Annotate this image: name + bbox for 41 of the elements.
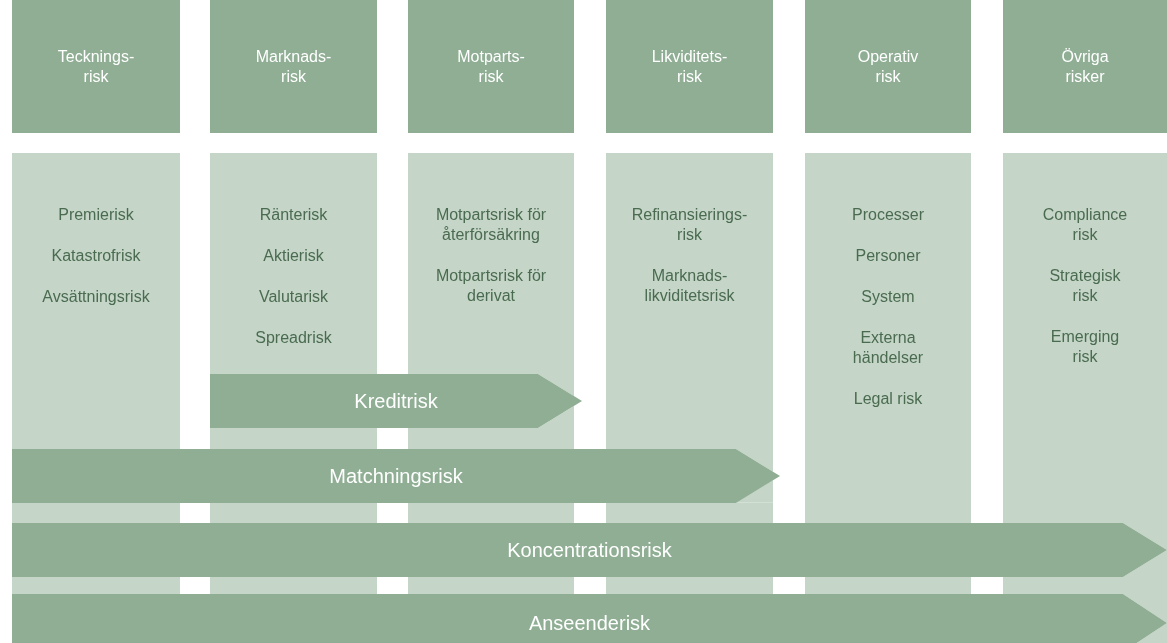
risk-item-label: Emerging risk <box>1049 327 1121 367</box>
risk-category-header <box>805 0 971 133</box>
risk-column-panel <box>805 153 971 523</box>
risk-item-label: Motpartsrisk för derivat <box>434 266 548 306</box>
risk-item-label: Motpartsrisk för återförsäkring <box>434 205 548 245</box>
header-label: Likviditets- risk <box>650 46 729 87</box>
risk-item-label: Externa händelser <box>851 328 925 368</box>
risk-item-label: Strategisk risk <box>1048 266 1122 306</box>
risk-item-label: Marknads- likviditetsrisk <box>643 266 736 306</box>
risk-item-label: Refinansierings- risk <box>630 205 749 245</box>
band-label: Koncentrationsrisk <box>507 538 672 562</box>
risk-item-label: Ränterisk <box>258 205 329 225</box>
risk-item-label: Personer <box>854 246 922 266</box>
header-label: Marknads- risk <box>254 46 333 87</box>
risk-category-header <box>408 0 574 133</box>
band-label: Anseenderisk <box>528 611 651 635</box>
header-label: Motparts- risk <box>456 46 526 87</box>
risk-category-header <box>1003 0 1167 133</box>
header-label: Övriga risker <box>1060 46 1110 87</box>
risk-column-panel <box>606 153 773 449</box>
risk-item-label: Premierisk <box>57 205 135 225</box>
header-label: Operativ risk <box>856 46 920 87</box>
risk-category-header <box>210 0 377 133</box>
risk-item-label: Aktierisk <box>262 246 325 266</box>
risk-item-label: Legal risk <box>852 389 924 409</box>
risk-item-label: Katastrofrisk <box>50 246 142 266</box>
risk-item-label: Valutarisk <box>257 287 330 307</box>
risk-item-label: Spreadrisk <box>254 328 333 348</box>
risk-item-label: Avsättningsrisk <box>41 287 151 307</box>
band-label: Matchningsrisk <box>329 464 463 488</box>
risk-item-label: Compliance risk <box>1041 205 1129 245</box>
risk-column-panel <box>12 153 180 449</box>
risk-column-panel <box>408 153 574 374</box>
risk-item-label: Processer <box>851 205 925 225</box>
risk-column-panel <box>1003 153 1167 523</box>
band-label: Kreditrisk <box>354 389 438 413</box>
header-label: Tecknings- risk <box>56 46 136 87</box>
risk-category-header <box>12 0 180 133</box>
risk-category-header <box>606 0 773 133</box>
risk-item-label: System <box>860 287 916 307</box>
risk-column-panel <box>210 153 377 374</box>
